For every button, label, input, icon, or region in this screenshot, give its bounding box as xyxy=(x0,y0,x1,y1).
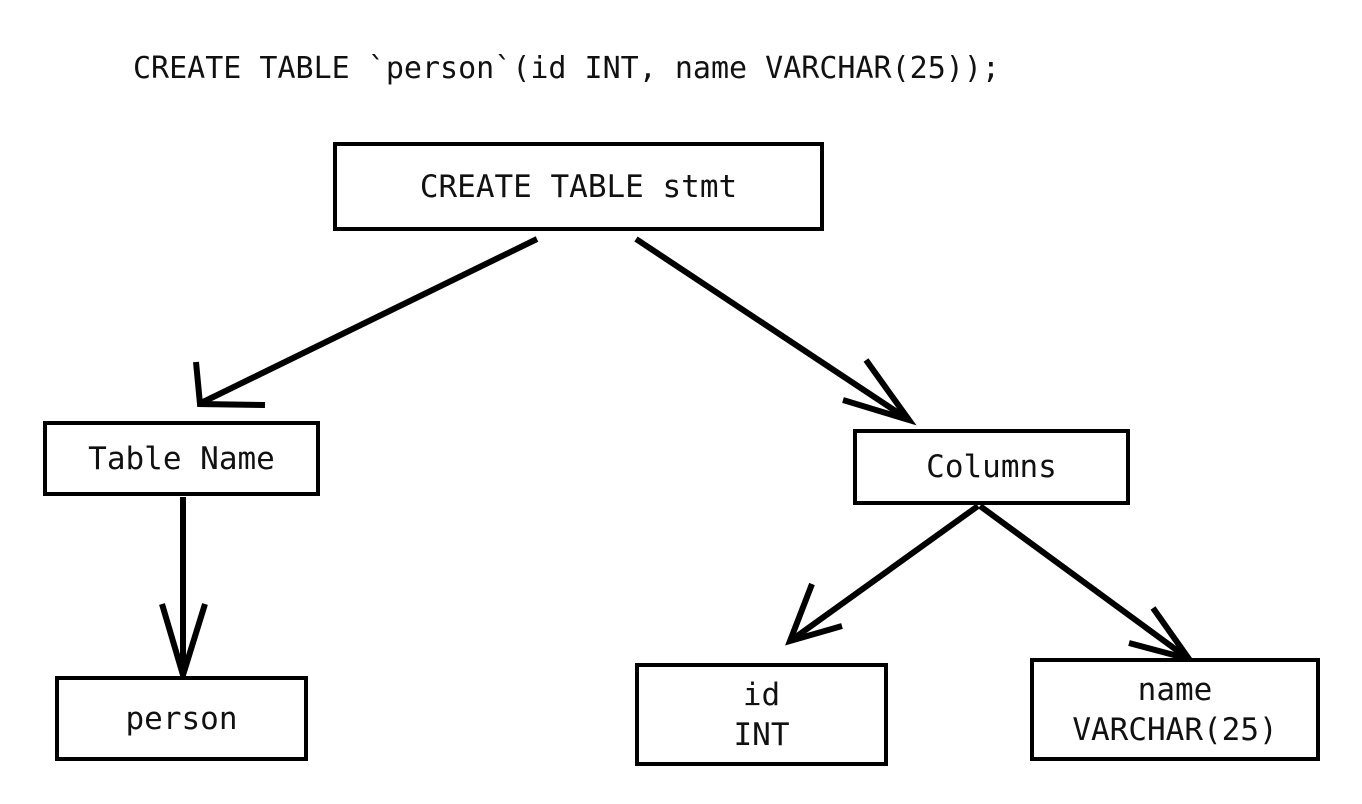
edge-root-to-columns xyxy=(634,236,917,426)
node-label: id xyxy=(742,676,781,713)
edge-tablename-to-person xyxy=(159,497,208,686)
edge-root-to-tablename xyxy=(193,236,539,408)
node-label: CREATE TABLE stmt xyxy=(419,168,738,205)
edge-columns-to-name xyxy=(978,503,1197,665)
node-label-type: VARCHAR(25) xyxy=(1072,711,1278,748)
node-label: person xyxy=(125,700,238,737)
edge-columns-to-id xyxy=(785,503,980,646)
node-label-type: INT xyxy=(733,716,790,753)
node-create-table-stmt[interactable]: CREATE TABLE stmt xyxy=(333,142,824,231)
node-label: Table Name xyxy=(88,440,275,477)
node-columns[interactable]: Columns xyxy=(853,429,1130,505)
node-label: name xyxy=(1137,671,1213,708)
node-column-id[interactable]: id INT xyxy=(635,663,888,766)
node-table-name[interactable]: Table Name xyxy=(43,421,320,496)
page-title: CREATE TABLE `person`(id INT, name VARCH… xyxy=(133,51,1000,86)
node-person[interactable]: person xyxy=(55,676,308,761)
node-label: Columns xyxy=(926,449,1057,485)
node-column-name[interactable]: name VARCHAR(25) xyxy=(1030,658,1320,761)
